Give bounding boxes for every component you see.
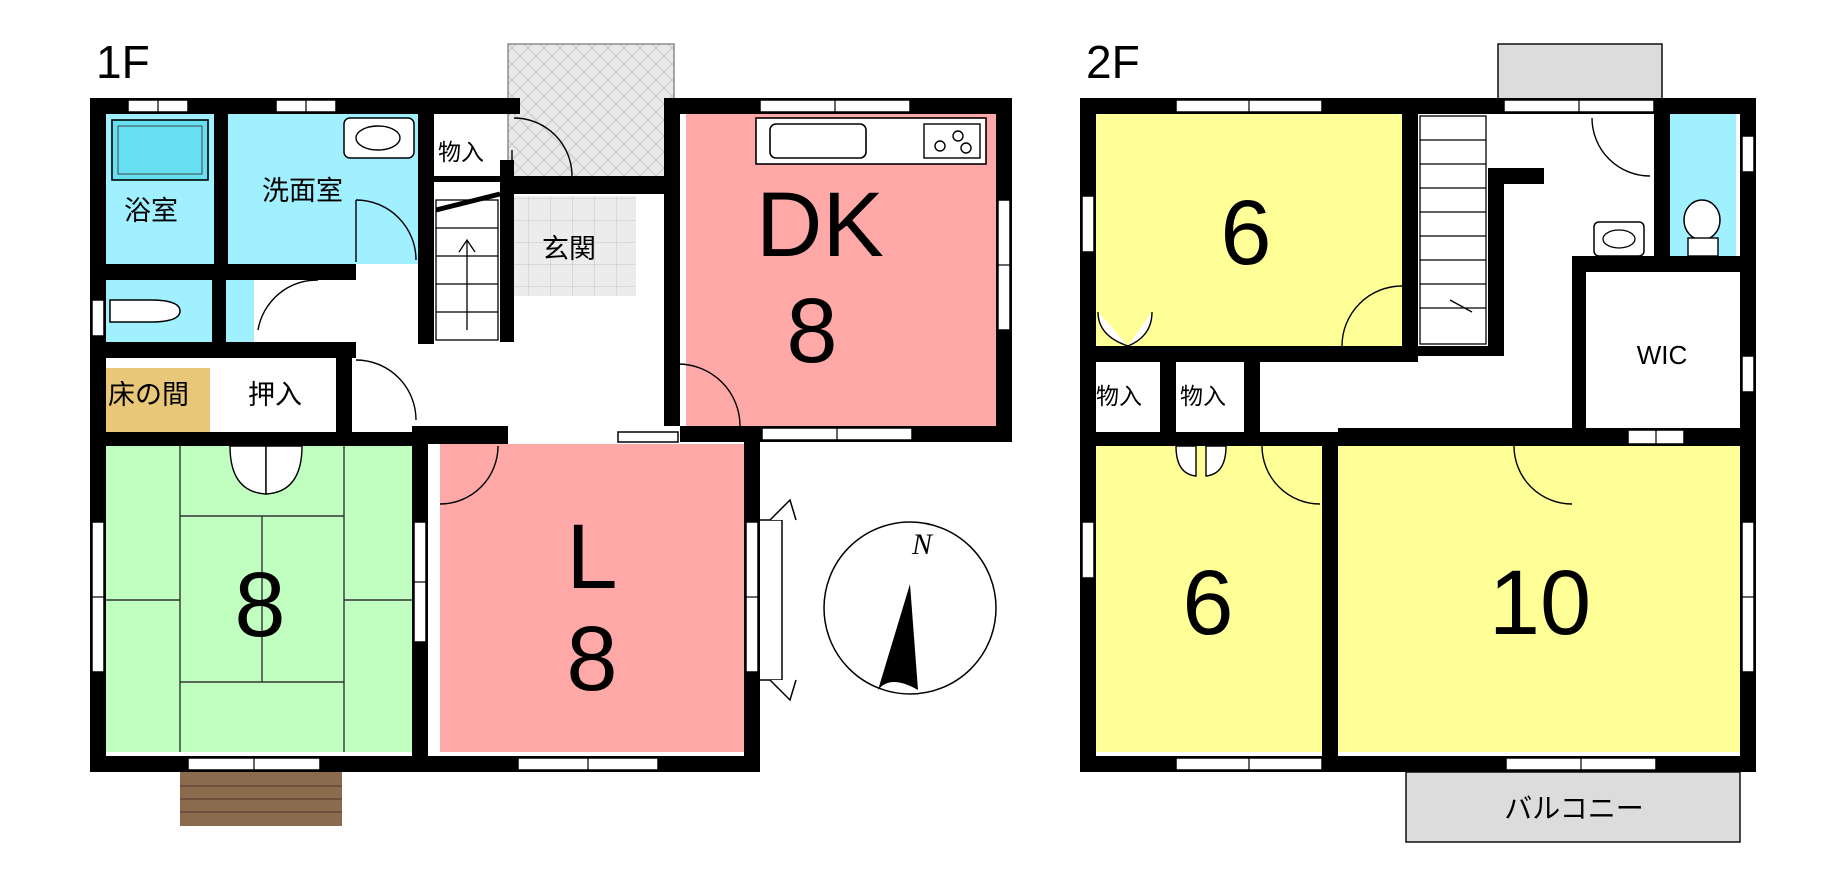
living-size-label: 8 bbox=[566, 608, 617, 710]
floor-1-window-mullions bbox=[92, 100, 1010, 770]
closet-doors bbox=[229, 445, 303, 495]
floor-1: 1F bbox=[90, 36, 1012, 826]
balcony bbox=[1405, 771, 1741, 843]
storage-doors-2f bbox=[1097, 311, 1227, 477]
deck-boards bbox=[180, 785, 342, 813]
room-se-size-label: 10 bbox=[1489, 552, 1591, 654]
washroom-label: 洗面室 bbox=[262, 176, 343, 207]
floor-2-stairs bbox=[1419, 115, 1487, 345]
floor-2: 2F bbox=[1080, 36, 1756, 843]
floor-2-label: 2F bbox=[1086, 36, 1140, 88]
tatami-room-fill bbox=[106, 446, 412, 752]
compass: N bbox=[823, 521, 997, 695]
floor-2-window-mullions bbox=[1248, 100, 1754, 770]
floor-1-stairs bbox=[435, 199, 499, 341]
tokonoma-fill bbox=[106, 368, 210, 432]
tatami-mat-lines bbox=[106, 446, 412, 752]
japanese-room-size-label: 8 bbox=[234, 554, 285, 656]
room-nw-size-label: 6 bbox=[1220, 182, 1271, 284]
bay-window bbox=[760, 498, 797, 702]
room-sw-size-label: 6 bbox=[1182, 552, 1233, 654]
toilet-2f-fixtures bbox=[1593, 199, 1721, 257]
living-fill bbox=[440, 444, 744, 752]
stair-cut-line bbox=[435, 191, 501, 213]
compass-north-label: N bbox=[911, 528, 934, 561]
dk-fill bbox=[686, 114, 996, 426]
floor-1-door-swings bbox=[257, 117, 741, 505]
bath-fixtures bbox=[109, 117, 415, 323]
floor-2-door-swings bbox=[1261, 117, 1651, 505]
dk-size-label: 8 bbox=[786, 280, 837, 382]
entrance-fill bbox=[512, 196, 636, 296]
storage-right-label: 物入 bbox=[1180, 384, 1226, 410]
storage-left-label: 物入 bbox=[1096, 384, 1142, 410]
wic-fill bbox=[1586, 272, 1740, 428]
north-arrow-icon bbox=[878, 584, 918, 690]
closet-label: 押入 bbox=[248, 380, 302, 411]
bath-label: 浴室 bbox=[124, 196, 178, 227]
floor-1-label: 1F bbox=[96, 36, 150, 88]
room-se-fill bbox=[1338, 446, 1740, 752]
porch-roof bbox=[1497, 43, 1663, 101]
storage-label-1f: 物入 bbox=[438, 140, 484, 166]
wic-label: WIC bbox=[1637, 340, 1688, 370]
kitchen-fixtures bbox=[755, 117, 987, 165]
room-sw-fill bbox=[1096, 446, 1322, 752]
entrance-label: 玄関 bbox=[542, 234, 596, 265]
dk-name-label: DK bbox=[756, 174, 884, 276]
porch bbox=[507, 43, 675, 183]
room-nw-fill bbox=[1096, 114, 1402, 346]
living-name-label: L bbox=[566, 506, 617, 608]
balcony-label: バルコニー bbox=[1504, 792, 1643, 825]
tokonoma-label: 床の間 bbox=[108, 380, 189, 411]
